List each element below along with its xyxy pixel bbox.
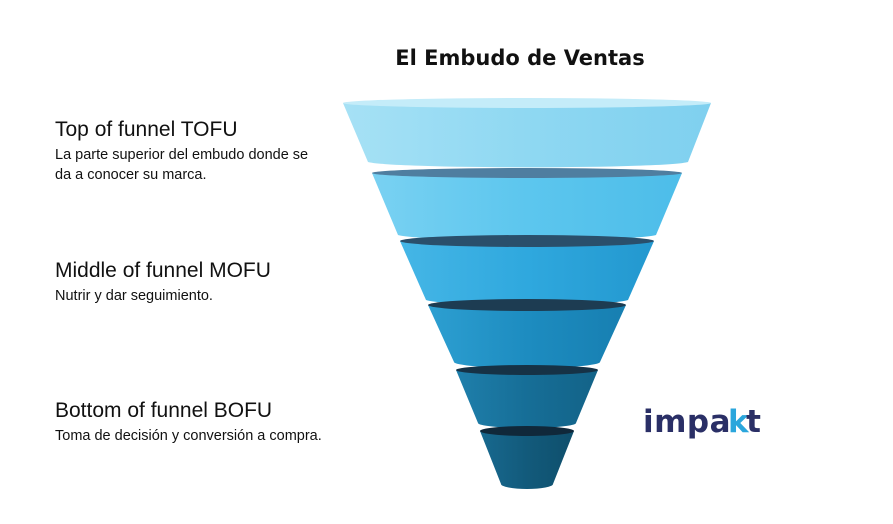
stage-description-tofu: La parte superior del embudo donde se da…: [55, 147, 309, 183]
stage-mofu: Middle of funnel MOFU Nutrir y dar segui…: [55, 258, 325, 306]
funnel-layer-5: [456, 365, 598, 428]
stage-heading-mofu: Middle of funnel MOFU: [55, 259, 271, 282]
stage-description-mofu: Nutrir y dar seguimiento.: [55, 288, 213, 304]
funnel-layer-6: [480, 426, 574, 489]
funnel-layer-1: [343, 98, 711, 168]
logo-text-prefix: impa: [643, 404, 732, 440]
stage-heading-bofu: Bottom of funnel BOFU: [55, 399, 273, 422]
stage-bofu: Bottom of funnel BOFU Toma de decisión y…: [55, 398, 325, 446]
stage-heading-tofu: Top of funnel TOFU: [55, 118, 238, 141]
logo-text-accent: k: [728, 404, 750, 440]
stage-tofu: Top of funnel TOFU La parte superior del…: [55, 117, 325, 185]
stage-description-bofu: Toma de decisión y conversión a compra.: [55, 428, 322, 444]
impakt-logo: impakt: [643, 404, 762, 440]
logo-text-suffix: t: [746, 404, 762, 440]
diagram-title: El Embudo de Ventas: [395, 46, 645, 70]
funnel-layer-2: [372, 168, 682, 241]
funnel-layer-3: [400, 235, 654, 306]
funnel-layer-4: [428, 299, 626, 368]
